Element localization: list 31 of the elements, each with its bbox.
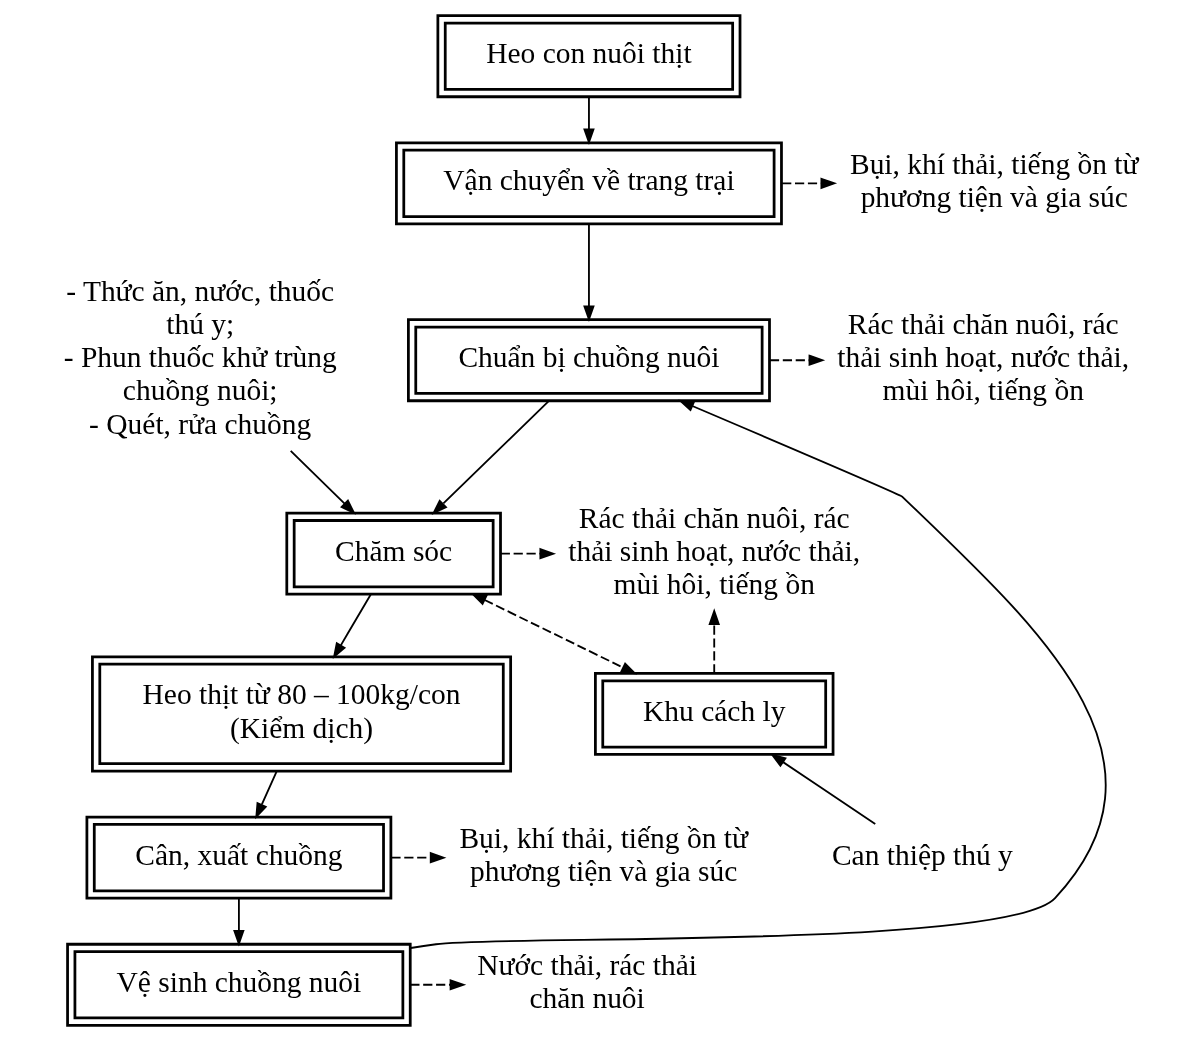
arrow — [470, 593, 638, 675]
arrow — [409, 399, 1107, 949]
node-text: Bụi, khí thải, tiếng ồn từ phương tiện và gia súc — [459, 822, 748, 888]
node-text: Nước thải, rác thải chăn nuôi — [477, 949, 697, 1015]
arrow — [289, 449, 356, 515]
arrow — [583, 96, 595, 146]
arrow — [708, 608, 721, 675]
node-text: Can thiệp thú y — [831, 838, 1013, 871]
node-box: Vận chuyển về trang trại — [395, 141, 783, 226]
arrow — [781, 177, 838, 190]
node-box: Khu cách ly — [594, 672, 835, 756]
arrow — [233, 897, 245, 947]
arrow — [409, 978, 467, 991]
node-box: Vệ sinh chuồng nuôi — [66, 942, 412, 1027]
arrow — [255, 770, 278, 820]
arrow — [769, 354, 826, 367]
arrow — [431, 400, 550, 515]
node-box: Heo thịt từ 80 – 100kg/con (Kiểm dịch) — [91, 655, 513, 773]
node-box: Chăm sóc — [285, 511, 502, 596]
node-box: Cân, xuất chuồng — [85, 815, 393, 900]
node-text: Bụi, khí thải, tiếng ồn từ phương tiện và gia súc — [849, 147, 1139, 213]
node-text: - Thức ăn, nước, thuốc thú y; - Phun thuốc khử trùng chuồng nuôi; - Quét, rửa chuồng — [63, 274, 337, 440]
arrow — [390, 851, 447, 864]
node-box: Chuẩn bị chuồng nuôi — [407, 318, 771, 403]
arrow — [769, 753, 877, 825]
node-box: Heo con nuôi thịt — [436, 14, 742, 99]
arrow — [332, 593, 372, 660]
arrow — [499, 547, 557, 560]
node-text: Rác thải chăn nuôi, rác thải sinh hoạt, nước thải, mùi hôi, tiếng ồn — [568, 501, 861, 600]
node-text: Rác thải chăn nuôi, rác thải sinh hoạt, nước thải, mùi hôi, tiếng ồn — [837, 308, 1130, 407]
arrow — [583, 223, 595, 322]
